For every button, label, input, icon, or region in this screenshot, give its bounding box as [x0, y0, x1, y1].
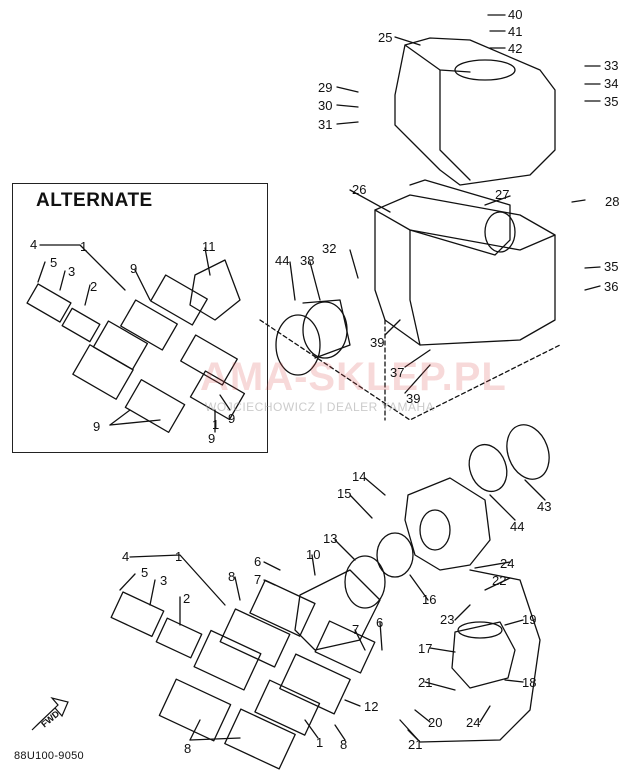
callout-1-alt-bottom[interactable]: 1 [212, 417, 220, 432]
callout-6[interactable]: 6 [254, 554, 262, 569]
callout-3[interactable]: 3 [160, 573, 168, 588]
alternate-title: ALTERNATE [36, 190, 153, 211]
callout-11-alt[interactable]: 11 [202, 239, 216, 254]
callout-7-lower[interactable]: 7 [352, 622, 360, 637]
callout-21[interactable]: 21 [418, 675, 433, 690]
callout-35-lower[interactable]: 35 [604, 259, 619, 274]
callout-28[interactable]: 28 [605, 194, 620, 209]
callout-17[interactable]: 17 [418, 641, 433, 656]
callout-3-alt[interactable]: 3 [68, 264, 76, 279]
callout-6-lower[interactable]: 6 [376, 615, 384, 630]
callout-2-alt[interactable]: 2 [90, 279, 98, 294]
callout-1-alt[interactable]: 1 [80, 239, 88, 254]
callout-14[interactable]: 14 [352, 469, 367, 484]
callout-39-lower[interactable]: 39 [406, 391, 421, 406]
callout-13[interactable]: 13 [323, 531, 338, 546]
callout-8[interactable]: 8 [228, 569, 236, 584]
callout-34[interactable]: 34 [604, 76, 619, 91]
callout-5-alt[interactable]: 5 [50, 255, 58, 270]
callout-10[interactable]: 10 [306, 547, 321, 562]
callout-38[interactable]: 38 [300, 253, 315, 268]
callout-35[interactable]: 35 [604, 94, 619, 109]
callout-16[interactable]: 16 [422, 592, 437, 607]
callout-12[interactable]: 12 [364, 699, 379, 714]
callout-8-lower[interactable]: 8 [340, 737, 348, 752]
callout-31[interactable]: 31 [318, 117, 333, 132]
callout-37[interactable]: 37 [390, 365, 405, 380]
callout-2[interactable]: 2 [183, 591, 191, 606]
callout-7[interactable]: 7 [254, 572, 262, 587]
callout-39[interactable]: 39 [370, 335, 385, 350]
alternate-inset-frame [12, 183, 268, 453]
callout-30[interactable]: 30 [318, 98, 333, 113]
callout-8-bottom[interactable]: 8 [184, 741, 192, 756]
callout-4-alt[interactable]: 4 [30, 237, 38, 252]
callout-21-lower[interactable]: 21 [408, 737, 423, 752]
callout-23[interactable]: 23 [440, 612, 455, 627]
callout-36[interactable]: 36 [604, 279, 619, 294]
callout-18[interactable]: 18 [522, 675, 537, 690]
callout-22[interactable]: 22 [492, 573, 507, 588]
callout-9-alt-left[interactable]: 9 [93, 419, 101, 434]
callout-41[interactable]: 41 [508, 24, 523, 39]
callout-4[interactable]: 4 [122, 549, 130, 564]
callout-15[interactable]: 15 [337, 486, 352, 501]
callout-5[interactable]: 5 [141, 565, 149, 580]
callout-20[interactable]: 20 [428, 715, 443, 730]
drawing-code: 88U100-9050 [14, 750, 84, 762]
callout-29[interactable]: 29 [318, 80, 333, 95]
callout-25[interactable]: 25 [378, 30, 393, 45]
watermark-subtitle: WOJCIECHOWICZ | DEALER YAMAHA [205, 400, 435, 414]
callout-44[interactable]: 44 [275, 253, 290, 268]
callout-42[interactable]: 42 [508, 41, 523, 56]
callout-32[interactable]: 32 [322, 241, 337, 256]
callout-24-lower[interactable]: 24 [466, 715, 481, 730]
callout-24[interactable]: 24 [500, 556, 515, 571]
callout-44-lower[interactable]: 44 [510, 519, 525, 534]
callout-40[interactable]: 40 [508, 7, 523, 22]
callout-19[interactable]: 19 [522, 612, 537, 627]
callout-1[interactable]: 1 [175, 549, 183, 564]
callout-9-alt-right[interactable]: 9 [228, 411, 236, 426]
callout-43[interactable]: 43 [537, 499, 552, 514]
callout-9-alt-bottom[interactable]: 9 [208, 431, 216, 446]
watermark: AMA-SKLEP.PL [200, 355, 507, 399]
callout-9-alt[interactable]: 9 [130, 261, 138, 276]
callout-1-bottom[interactable]: 1 [316, 735, 324, 750]
callout-33[interactable]: 33 [604, 58, 619, 73]
callout-26[interactable]: 26 [352, 182, 367, 197]
callout-27[interactable]: 27 [495, 187, 510, 202]
